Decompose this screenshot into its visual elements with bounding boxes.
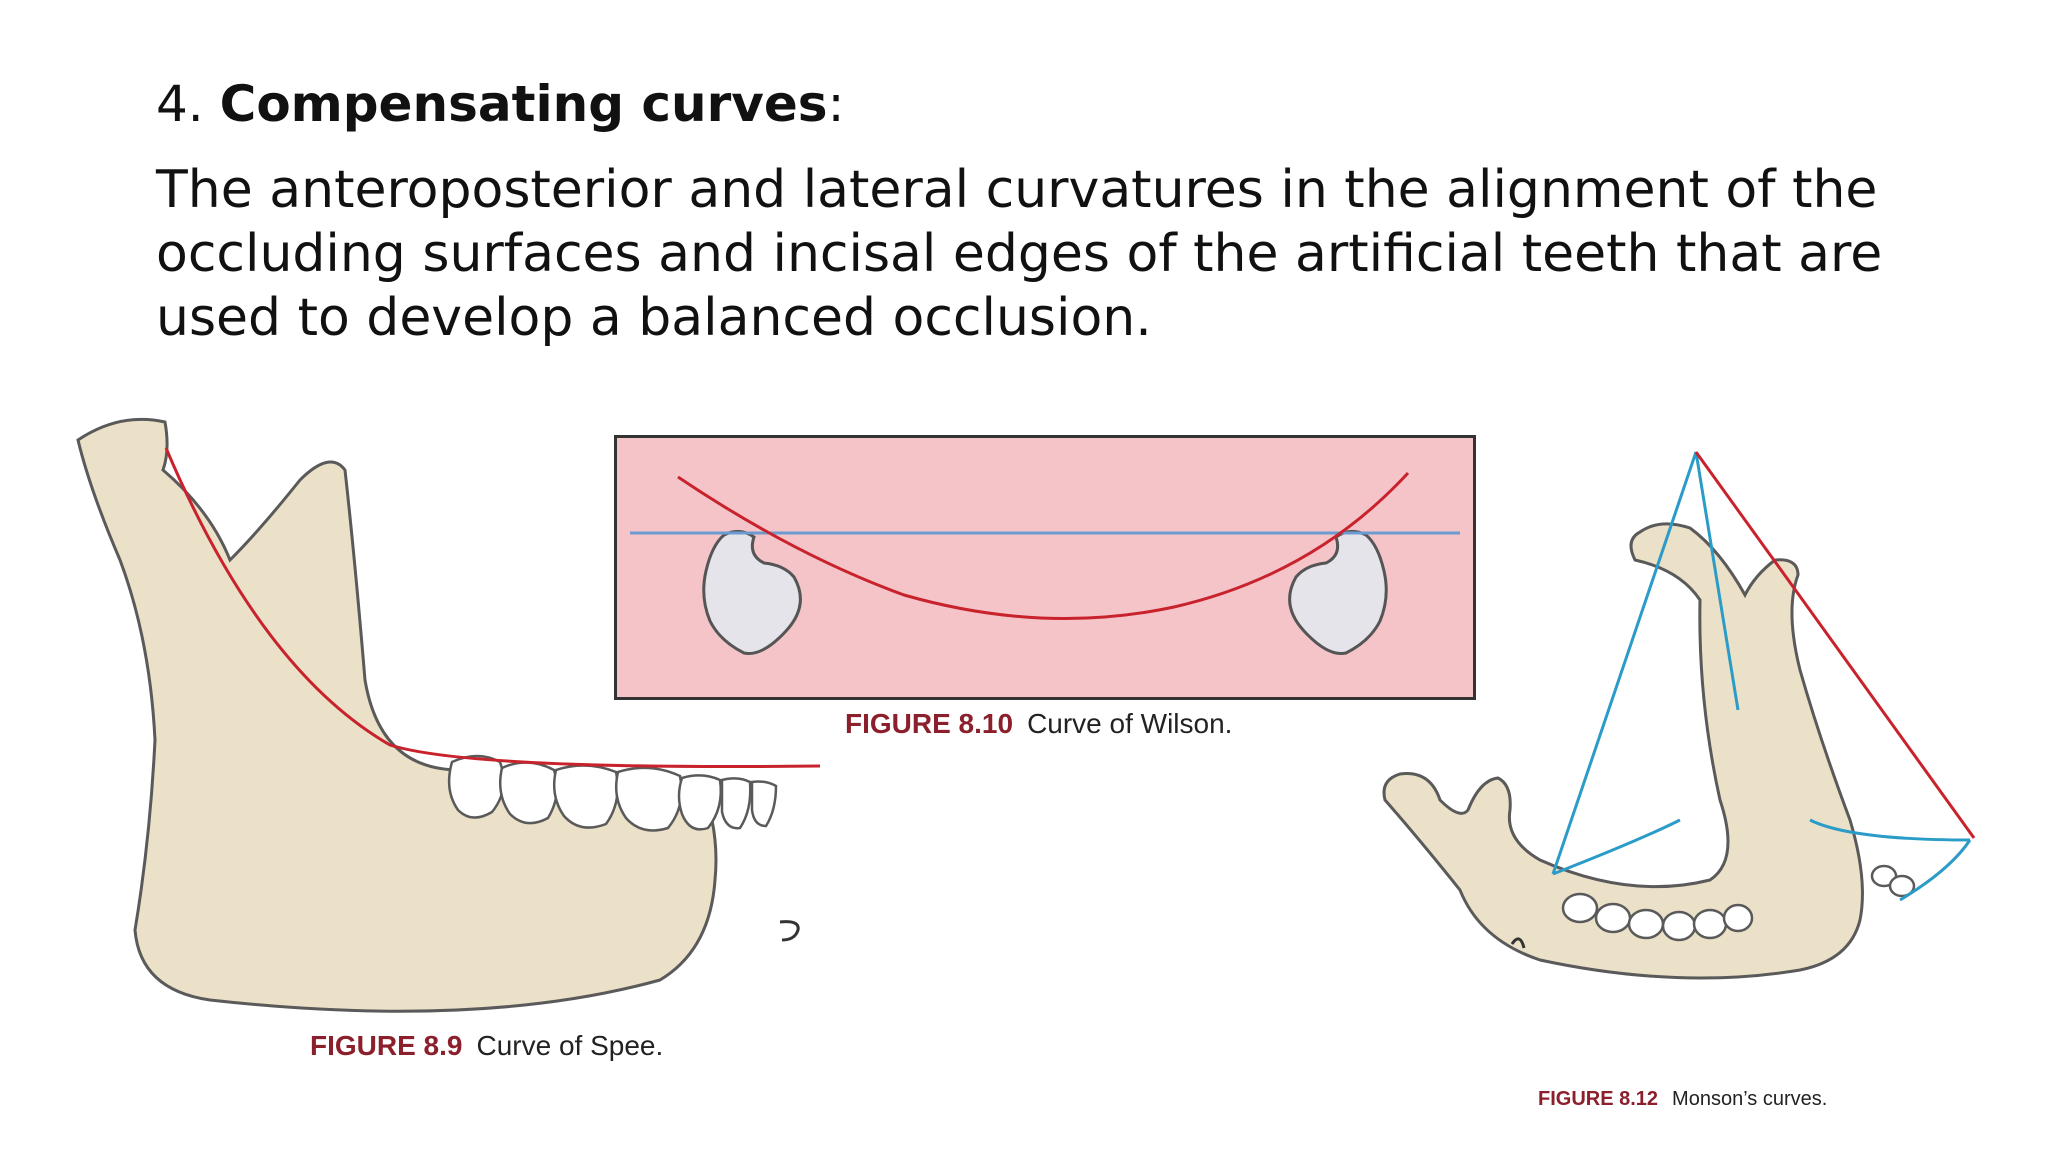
curve-of-spee-line [164, 447, 821, 769]
mental-foramen [1510, 937, 1526, 949]
mental-foramen [779, 920, 800, 942]
curve-of-spee-figure [76, 417, 821, 1013]
monson-radius-line [1694, 451, 1976, 839]
figure-8-12-number: FIGURE 8.12 [1538, 1088, 1659, 1110]
figure-8-10-caption: FIGURE 8.10 Curve of Wilson. [845, 708, 1232, 740]
figure-8-9-number: FIGURE 8.9 [310, 1030, 463, 1061]
heading-colon: : [827, 75, 845, 133]
figure-8-12-caption: FIGURE 8.12 Monson’s curves. [1538, 1088, 1827, 1111]
figure-8-9-title: Curve of Spee. [476, 1030, 664, 1061]
curve-of-wilson-figure [614, 435, 1476, 700]
heading-number: 4. [156, 75, 204, 133]
wilson-right-molar [1288, 530, 1388, 656]
lower-teeth-row [447, 754, 778, 832]
slide-heading: 4. Compensating curves: [156, 72, 844, 136]
wilson-left-molar [702, 530, 802, 656]
curve-of-wilson-line [677, 471, 1410, 621]
monsons-curves-figure [1382, 451, 1976, 980]
mandible-oblique-outline [1382, 522, 1864, 980]
figure-8-9-caption: FIGURE 8.9 Curve of Spee. [310, 1030, 663, 1062]
heading-title: Compensating curves [219, 75, 828, 133]
monson-teeth-row [1561, 864, 1916, 942]
figure-8-12-title: Monson’s curves. [1672, 1088, 1828, 1110]
figure-8-10-number: FIGURE 8.10 [845, 708, 1014, 739]
definition-text: The anteroposterior and lateral curvatur… [156, 160, 1883, 348]
figure-8-10-title: Curve of Wilson. [1027, 708, 1233, 739]
monson-sphere-lines [1551, 451, 1972, 902]
mandible-lateral-outline [76, 417, 718, 1013]
